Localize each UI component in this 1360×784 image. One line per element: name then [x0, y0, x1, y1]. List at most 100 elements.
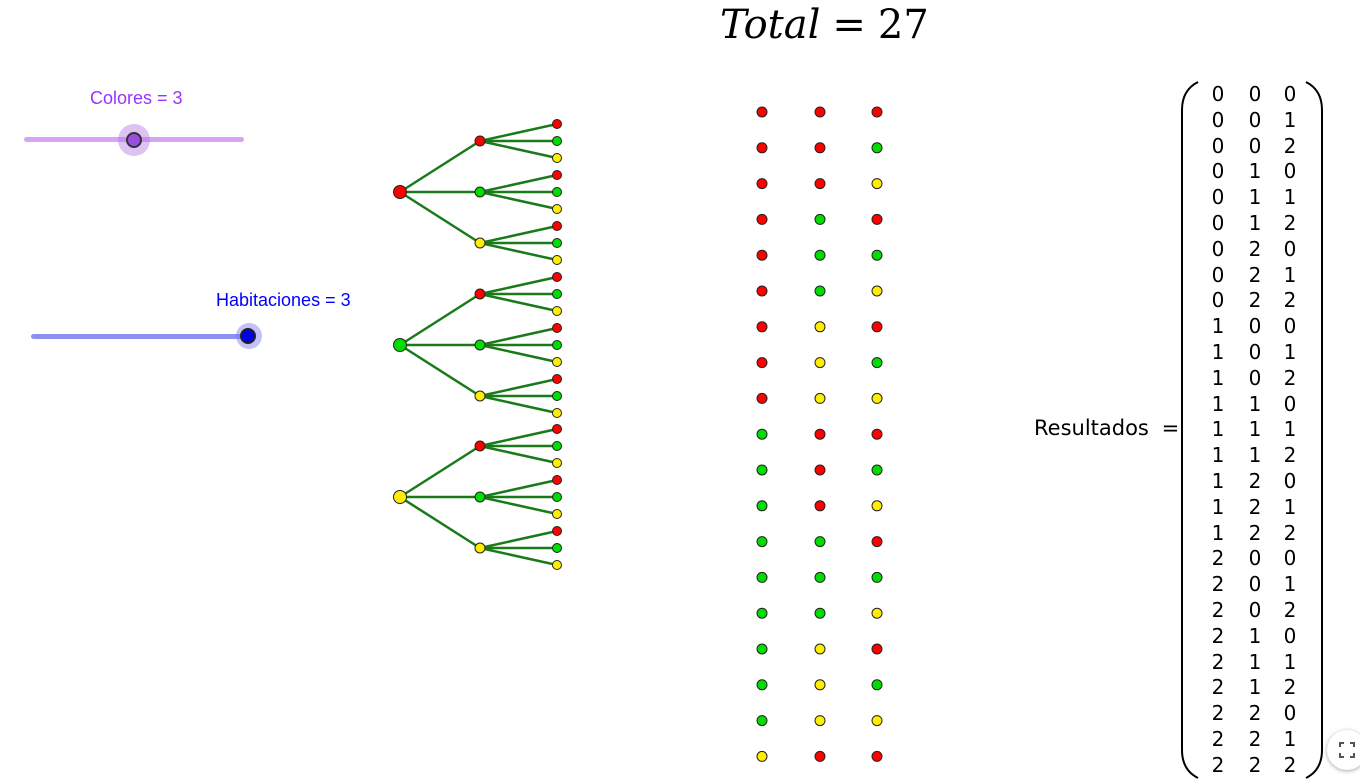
- tree-node-level3: [552, 526, 562, 536]
- combination-dot: [871, 392, 883, 404]
- tree-edge: [479, 529, 558, 550]
- matrix-cell: 1: [1248, 675, 1262, 700]
- combination-dot: [814, 500, 826, 512]
- tree-node-level2: [474, 339, 486, 351]
- combination-dot: [814, 392, 826, 404]
- tree-node-level3: [552, 391, 562, 401]
- matrix-cell: 1: [1283, 494, 1297, 519]
- matrix-cell: 2: [1248, 262, 1262, 287]
- combination-dot: [871, 571, 883, 583]
- matrix-cell: 1: [1211, 365, 1225, 390]
- matrix-cell: 0: [1248, 107, 1262, 132]
- matrix-cell: 0: [1248, 572, 1262, 597]
- tree-node-level2: [474, 135, 486, 147]
- combination-dot: [814, 142, 826, 154]
- tree-edge: [399, 292, 481, 347]
- combination-dot: [871, 500, 883, 512]
- matrix-cell: 0: [1248, 546, 1262, 571]
- matrix-cell: 1: [1283, 262, 1297, 287]
- matrix-cell: 1: [1283, 417, 1297, 442]
- matrix-cell: 2: [1211, 675, 1225, 700]
- matrix-cell: 2: [1248, 727, 1262, 751]
- results-label: Resultados =: [1034, 416, 1179, 440]
- habitaciones-slider-knob[interactable]: [240, 328, 256, 344]
- combination-dot: [814, 536, 826, 548]
- tree-edge: [479, 444, 558, 465]
- matrix-cell: 1: [1283, 107, 1297, 132]
- tree-node-level3: [552, 357, 562, 367]
- combination-dot: [814, 464, 826, 476]
- combination-dot: [814, 321, 826, 333]
- combination-dot: [871, 679, 883, 691]
- matrix-cell: 2: [1211, 623, 1225, 648]
- combination-dot: [871, 142, 883, 154]
- colores-slider-knob[interactable]: [126, 132, 142, 148]
- combination-dot: [814, 106, 826, 118]
- combination-dot: [756, 750, 768, 762]
- matrix-cell: 0: [1283, 469, 1297, 493]
- matrix-cell: 1: [1283, 340, 1297, 364]
- tree-edge: [399, 190, 481, 245]
- tree-node-level3: [552, 221, 562, 231]
- matrix-right-bracket: [1305, 81, 1323, 779]
- tree-node-level3: [552, 509, 562, 519]
- combination-dot: [871, 607, 883, 619]
- combination-dot: [871, 106, 883, 118]
- matrix-cell: 2: [1248, 520, 1262, 545]
- combination-dot: [756, 321, 768, 333]
- tree-node-level3: [552, 136, 562, 146]
- combination-dot: [814, 357, 826, 369]
- matrix-cell: 2: [1283, 598, 1297, 622]
- combination-dot: [756, 464, 768, 476]
- matrix-cell: 2: [1248, 469, 1262, 493]
- tree-node-level3: [552, 255, 562, 265]
- matrix-cell: 2: [1248, 288, 1262, 313]
- matrix-cell: 1: [1283, 649, 1297, 674]
- combination-dot: [871, 178, 883, 190]
- matrix-cell: 2: [1283, 752, 1297, 777]
- matrix-cell: 0: [1211, 107, 1225, 132]
- combination-dot: [814, 428, 826, 440]
- combination-dot: [814, 750, 826, 762]
- matrix-cell: 0: [1211, 288, 1225, 313]
- tree-node-level3: [552, 272, 562, 282]
- combination-dot: [871, 321, 883, 333]
- tree-edge: [479, 546, 558, 567]
- matrix-cell: 0: [1283, 391, 1297, 416]
- tree-node-level3: [552, 458, 562, 468]
- combination-dot: [756, 643, 768, 655]
- tree-edge: [479, 394, 558, 415]
- combination-dot: [756, 715, 768, 727]
- colores-slider-label: Colores = 3: [90, 88, 183, 108]
- total-equals: =: [832, 2, 866, 48]
- combination-dot: [814, 571, 826, 583]
- matrix-cell: 0: [1211, 82, 1225, 106]
- combination-dot: [871, 357, 883, 369]
- combination-dot: [814, 213, 826, 225]
- tree-edge: [479, 139, 558, 160]
- combination-dot: [756, 357, 768, 369]
- matrix-cell: 0: [1211, 236, 1225, 261]
- habitaciones-slider-track[interactable]: [31, 334, 249, 339]
- matrix-cell: 2: [1248, 236, 1262, 261]
- combination-dot: [756, 142, 768, 154]
- combination-dot: [756, 392, 768, 404]
- combination-dot: [871, 249, 883, 261]
- tree-node-level3: [552, 323, 562, 333]
- matrix-cell: 1: [1211, 314, 1225, 339]
- matrix-cell: 0: [1283, 701, 1297, 726]
- matrix-cell: 2: [1248, 701, 1262, 726]
- combination-dot: [756, 571, 768, 583]
- combination-dot: [814, 679, 826, 691]
- matrix-cell: 2: [1211, 598, 1225, 622]
- tree-node-level3: [552, 475, 562, 485]
- tree-node-level2: [474, 390, 486, 402]
- tree-node-level3: [552, 543, 562, 553]
- tree-node-level3: [552, 187, 562, 197]
- fullscreen-button[interactable]: [1327, 730, 1360, 770]
- combination-dot: [871, 536, 883, 548]
- combination-dot: [814, 607, 826, 619]
- matrix-cell: 1: [1248, 185, 1262, 210]
